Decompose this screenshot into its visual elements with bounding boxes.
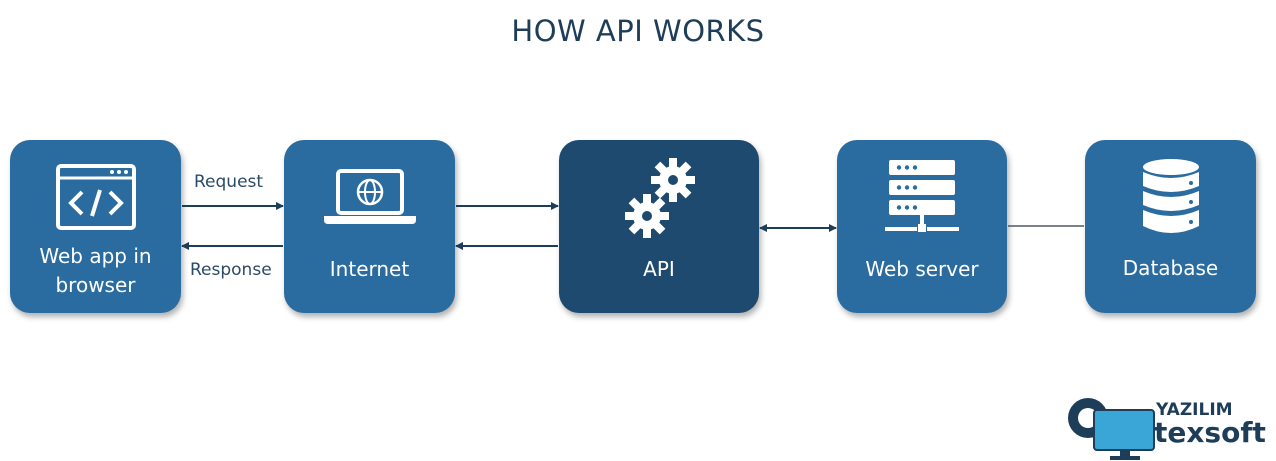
node-api: API (559, 140, 759, 313)
node-internet-label: Internet (329, 257, 410, 281)
node-web-server: Web server (837, 140, 1007, 313)
logo-mark-icon (1068, 398, 1155, 460)
node-web-app: Web app in browser (10, 140, 181, 313)
node-database: Database (1085, 140, 1256, 313)
node-web-app-label-line2: browser (55, 273, 136, 297)
node-api-label: API (643, 257, 675, 281)
database-icon (1143, 159, 1199, 233)
node-database-label: Database (1122, 256, 1219, 280)
server-rack-icon (885, 160, 959, 232)
code-window-icon (56, 164, 136, 230)
logo-text-line2: texsoft (1154, 416, 1266, 449)
node-web-server-label: Web server (865, 257, 979, 281)
texsoft-logo: YAZILIM texsoft (1064, 394, 1276, 461)
diagram-title: HOW API WORKS (511, 14, 765, 48)
logo-text-line1: YAZILIM (1156, 400, 1233, 420)
gears-icon (625, 158, 695, 238)
edge-label-response: Response (190, 260, 272, 280)
node-internet: Internet (284, 140, 455, 313)
edge-label-request: Request (194, 172, 264, 192)
laptop-globe-icon (324, 169, 416, 224)
node-web-app-label-line1: Web app in (39, 244, 152, 268)
